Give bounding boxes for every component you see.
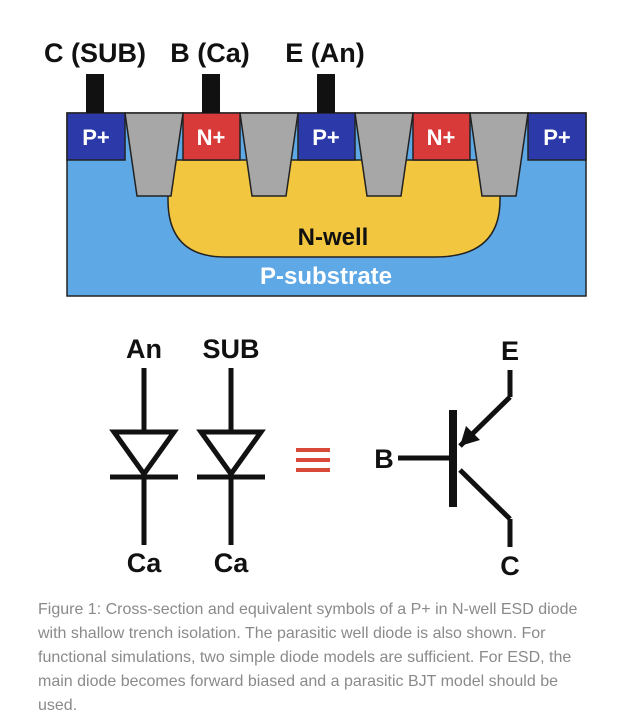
diode1-top-label: An [126,334,162,364]
bjt-emitter-label: E [501,336,519,366]
figure: P+ N+ P+ N+ P+ N-well P-substrate C (SUB… [44,38,587,581]
bjt-base-label: B [374,444,394,474]
contact-e [317,74,335,113]
bjt-symbol [398,370,513,547]
region-n-plus [182,112,241,161]
diode1-bottom-label: Ca [127,548,162,578]
bjt-collector-label: C [500,551,520,581]
region-n-plus [412,112,471,161]
sti-trench [124,112,184,197]
diode-symbol [196,368,266,545]
region-label: P+ [312,125,340,150]
figure-caption: Figure 1: Cross-section and equivalent s… [38,601,578,714]
contact-b [202,74,220,113]
terminal-label-e: E (An) [285,38,364,68]
p-substrate-label: P-substrate [260,263,392,290]
diode-symbol [109,368,179,545]
region-p-plus [527,112,587,161]
n-well-label: N-well [298,224,369,251]
region-label: P+ [82,125,110,150]
sti-trench [354,112,414,197]
terminal-label-b: B (Ca) [170,38,250,68]
cross-section: P+ N+ P+ N+ P+ N-well P-substrate C (SUB… [44,38,587,297]
diode2-top-label: SUB [202,334,259,364]
contact-c [86,74,104,113]
equivalence-symbol [296,448,330,472]
region-label: N+ [197,125,226,150]
diode2-bottom-label: Ca [214,548,249,578]
sti-trench [469,112,529,197]
emitter-arrow-icon [460,426,480,446]
region-label: N+ [427,125,456,150]
terminal-label-c: C (SUB) [44,38,146,68]
region-label: P+ [543,125,571,150]
sti-trench [239,112,299,197]
